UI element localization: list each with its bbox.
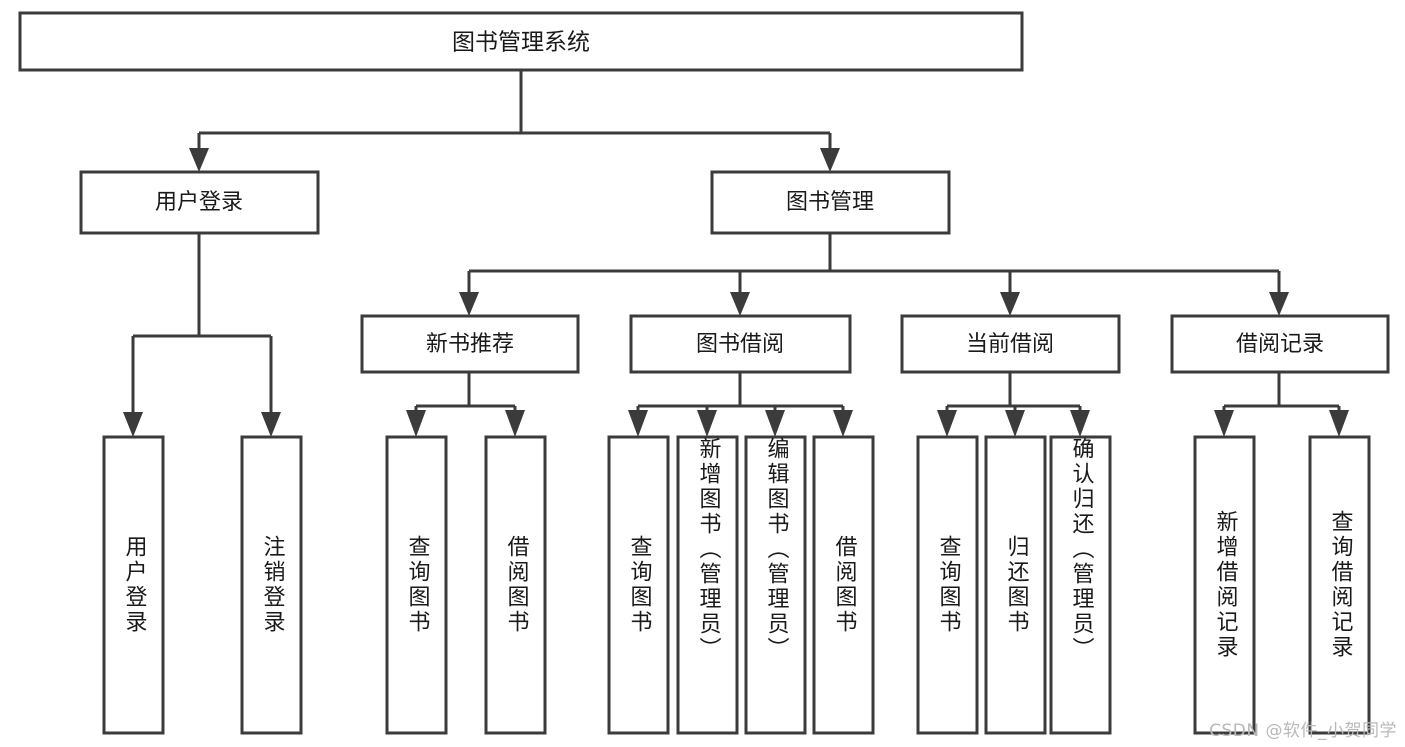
node-user-login[interactable]: 用户登录 bbox=[79, 170, 320, 235]
node-new-book-recommend-rect[interactable] bbox=[360, 314, 580, 374]
arrow-head-new-book-recommend bbox=[459, 292, 479, 316]
edge-book-manage-to-level2 bbox=[459, 233, 1289, 316]
leaf-query-book-1-rect[interactable] bbox=[385, 435, 448, 735]
arrow-head-leaf-query-record bbox=[1329, 410, 1349, 437]
node-user-login-rect[interactable] bbox=[79, 170, 320, 235]
arrow-head-leaf-add-book bbox=[697, 410, 717, 437]
leaf-borrow-book-2-rect[interactable] bbox=[812, 435, 875, 735]
node-root-label: 图书管理系统 bbox=[452, 30, 590, 56]
node-current-borrow-label: 当前借阅 bbox=[966, 332, 1054, 357]
node-root[interactable]: 图书管理系统 bbox=[18, 11, 1024, 72]
node-book-manage-rect[interactable] bbox=[710, 170, 951, 235]
arrow-head-leaf-edit-book bbox=[765, 410, 785, 437]
edge-book-borrow-to-leaves bbox=[628, 372, 853, 437]
arrow-head-leaf-user-login bbox=[123, 412, 143, 437]
leaf-query-record-rect[interactable] bbox=[1308, 435, 1371, 735]
leaf-return-book-rect[interactable] bbox=[984, 435, 1047, 735]
arrow-head-leaf-query-book-1 bbox=[406, 410, 426, 437]
node-user-login-label: 用户登录 bbox=[155, 190, 243, 215]
leaf-user-login-rect[interactable] bbox=[102, 435, 165, 735]
arrow-head-current-borrow bbox=[1000, 292, 1020, 316]
node-book-borrow-label: 图书借阅 bbox=[696, 332, 784, 357]
leaf-query-book-2-rect[interactable] bbox=[607, 435, 670, 735]
node-borrow-record[interactable]: 借阅记录 bbox=[1170, 314, 1390, 374]
edge-current-borrow-to-leaves bbox=[937, 372, 1090, 437]
arrow-head-book-borrow bbox=[730, 292, 750, 316]
leaf-add-book-rect[interactable] bbox=[676, 435, 739, 735]
node-book-borrow[interactable]: 图书借阅 bbox=[629, 314, 852, 374]
edge-borrow-record-to-leaves bbox=[1214, 372, 1349, 437]
arrow-head-leaf-query-book-2 bbox=[628, 410, 648, 437]
arrow-head-leaf-borrow-book-1 bbox=[505, 410, 525, 437]
arrow-head-user-login bbox=[189, 148, 209, 172]
arrow-head-leaf-borrow-book-2 bbox=[833, 410, 853, 437]
arrow-head-leaf-user-logout bbox=[261, 412, 281, 437]
leaf-edit-book-rect[interactable] bbox=[744, 435, 807, 735]
node-new-book-recommend-label: 新书推荐 bbox=[426, 332, 514, 357]
leaf-query-book-3-rect[interactable] bbox=[916, 435, 979, 735]
arrow-head-leaf-add-record bbox=[1214, 410, 1234, 437]
node-book-manage[interactable]: 图书管理 bbox=[710, 170, 951, 235]
node-root-rect[interactable] bbox=[18, 11, 1024, 72]
leaf-user-logout-rect[interactable] bbox=[240, 435, 303, 735]
arrow-head-leaf-query-book-3 bbox=[937, 410, 957, 437]
edge-user-login-to-leaves bbox=[123, 233, 281, 437]
node-current-borrow[interactable]: 当前借阅 bbox=[900, 314, 1121, 374]
node-new-book-recommend[interactable]: 新书推荐 bbox=[360, 314, 580, 374]
arrow-head-leaf-return-book bbox=[1005, 410, 1025, 437]
edge-new-book-to-leaves bbox=[406, 372, 525, 437]
edge-root-to-level1 bbox=[189, 70, 840, 172]
arrow-head-book-manage bbox=[820, 148, 840, 172]
arrow-head-leaf-confirm-return bbox=[1070, 410, 1090, 437]
node-book-borrow-rect[interactable] bbox=[629, 314, 852, 374]
node-book-manage-label: 图书管理 bbox=[786, 190, 874, 215]
node-borrow-record-label: 借阅记录 bbox=[1236, 332, 1324, 357]
node-borrow-record-rect[interactable] bbox=[1170, 314, 1390, 374]
arrow-head-borrow-record bbox=[1269, 292, 1289, 316]
node-current-borrow-rect[interactable] bbox=[900, 314, 1121, 374]
leaf-confirm-return-rect[interactable] bbox=[1049, 435, 1112, 735]
leaf-rects bbox=[102, 435, 1371, 735]
leaf-add-record-rect[interactable] bbox=[1193, 435, 1256, 735]
leaf-borrow-book-1-rect[interactable] bbox=[484, 435, 547, 735]
